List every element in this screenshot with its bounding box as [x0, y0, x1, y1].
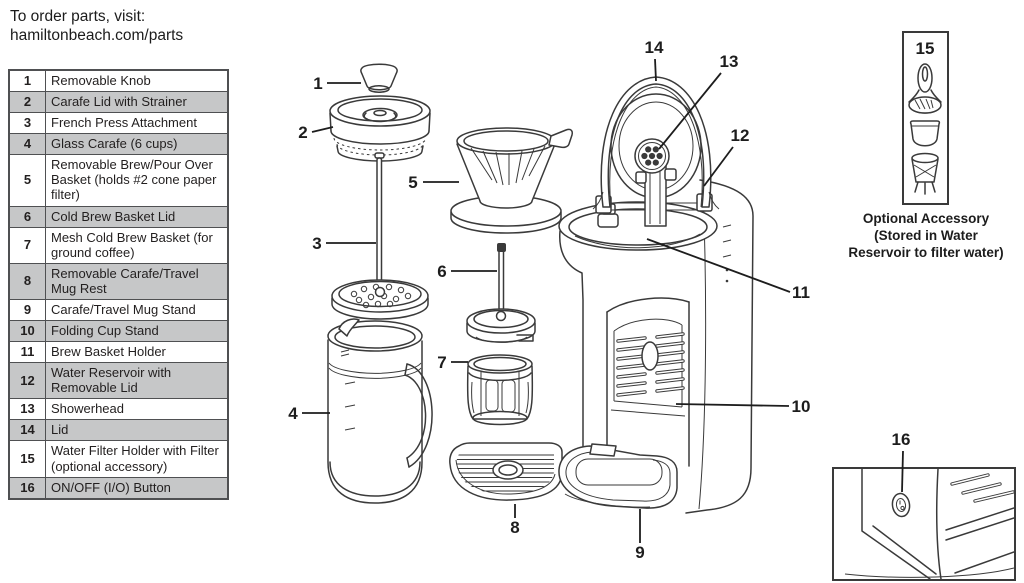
order-parts-note: To order parts, visit: hamiltonbeach.com… — [10, 7, 183, 45]
callout-13-label: 13 — [720, 52, 739, 71]
callout-2-label: 2 — [298, 123, 307, 142]
part-number: 8 — [8, 262, 46, 300]
part-name: Removable Brew/Pour Over Basket (holds #… — [45, 154, 229, 207]
french-press-drawing — [331, 157, 429, 320]
callout-10-leader — [675, 403, 790, 407]
part-number: 10 — [8, 320, 46, 343]
accessory-box-number: 15 — [916, 39, 935, 58]
part-name: Carafe Lid with Strainer — [45, 91, 229, 114]
callout-5-label: 5 — [408, 173, 417, 192]
showerhead-drawing — [634, 138, 677, 227]
callout-11-leader — [646, 238, 791, 293]
callout-2-leader — [311, 126, 334, 133]
brew-basket-drawing — [450, 127, 573, 234]
cup-stand-drawing — [606, 297, 690, 467]
part-number: 5 — [8, 154, 46, 207]
button-box-art — [844, 469, 1014, 579]
callout-8-label: 8 — [510, 518, 519, 537]
callout-14-leader — [654, 58, 657, 82]
callout-3-label: 3 — [312, 234, 321, 253]
part-name: ON/OFF (I/O) Button — [45, 476, 229, 500]
callout-6-label: 6 — [437, 262, 446, 281]
accessory-caption: Optional Accessory (Stored in Water Rese… — [840, 210, 1012, 261]
part-name: Water Filter Holder with Filter (optiona… — [45, 440, 229, 478]
button-box — [832, 467, 1016, 581]
callout-14-label: 14 — [645, 38, 664, 57]
part-name: Removable Carafe/Travel Mug Rest — [45, 262, 229, 300]
order-parts-url: hamiltonbeach.com/parts — [10, 27, 184, 44]
carafe-lid-drawing — [329, 95, 431, 162]
power-button-icon — [891, 492, 911, 518]
callout-12-label: 12 — [731, 126, 750, 145]
coffee-maker-drawing — [558, 76, 754, 514]
mug-rest-drawing — [449, 442, 563, 501]
part-name: Mesh Cold Brew Basket (for ground coffee… — [45, 226, 229, 264]
callout-12-leader — [703, 146, 734, 187]
order-parts-line1: To order parts, visit: — [10, 8, 146, 25]
part-number: 16 — [8, 476, 46, 500]
callouts: 1 2 3 4 5 6 7 8 9 10 11 12 13 1 — [288, 38, 910, 562]
mug-stand-drawing — [558, 443, 678, 509]
reservoir-opening-drawing — [558, 201, 718, 251]
cold-brew-lid-drawing — [466, 243, 536, 343]
part-number: 15 — [8, 440, 46, 478]
part-name: Glass Carafe (6 cups) — [45, 133, 229, 156]
mesh-basket-drawing — [466, 354, 534, 426]
glass-carafe-drawing — [327, 318, 433, 504]
part-name: Water Reservoir with Removable Lid — [45, 362, 229, 400]
accessory-box: 15 — [902, 31, 949, 205]
callout-16-label: 16 — [892, 430, 911, 449]
callout-1-label: 1 — [313, 74, 322, 93]
part-name: Removable Knob — [45, 69, 229, 93]
callout-11-label: 11 — [792, 283, 810, 302]
callout-16-leader — [901, 450, 904, 493]
callout-9-label: 9 — [635, 543, 644, 562]
knob-drawing — [360, 63, 398, 93]
callout-4-label: 4 — [288, 404, 298, 423]
callout-7-label: 7 — [437, 353, 446, 372]
water-filter-holder-drawing — [908, 63, 942, 195]
callout-10-label: 10 — [792, 397, 811, 416]
accessory-caption-line2: (Stored in Water — [874, 228, 978, 243]
callout-13-leader — [658, 72, 722, 150]
accessory-caption-line1: Optional Accessory — [862, 211, 990, 226]
accessory-caption-line3: Reservoir to filter water) — [848, 245, 1004, 260]
